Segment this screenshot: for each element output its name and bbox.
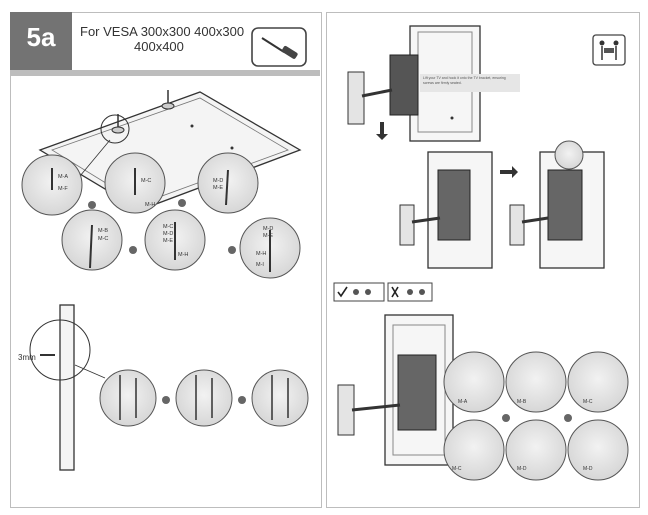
- gap-label: 3mm: [18, 353, 36, 362]
- label-md-r2: M-D: [583, 466, 593, 472]
- mount-detail-labels: M-A M-B M-C M-C M-D M-D: [452, 399, 593, 472]
- label-mh-2: M-H: [178, 252, 188, 258]
- step-number-badge: 5a: [10, 12, 72, 70]
- step-number: 5a: [26, 22, 56, 52]
- label-ma: M-A: [58, 174, 68, 180]
- vesa-title-line2: 400x400: [134, 39, 184, 54]
- screw-labels: M-A M-F M-C M-H M-D M-E M-B M-C M-C M-D …: [58, 174, 273, 268]
- wall-mount-middle: [399, 151, 493, 269]
- header-divider: [10, 70, 320, 76]
- label-mc-2: M-C: [98, 236, 108, 242]
- tv-side-view: 3mm: [18, 304, 106, 471]
- tv-mount-assembly: [337, 314, 454, 466]
- cross-icon: [391, 286, 399, 298]
- spacer-detail-circles: [99, 369, 309, 427]
- label-mc-3: M-C: [163, 224, 173, 230]
- label-md-r: M-D: [517, 466, 527, 472]
- arrow-down-icon: [376, 122, 388, 140]
- label-md: M-D: [213, 178, 223, 184]
- label-ma-r: M-A: [458, 399, 468, 405]
- wall-mount-middle-right: [509, 140, 605, 269]
- label-mf: M-F: [58, 186, 68, 192]
- correct-incorrect-strip: [333, 282, 433, 302]
- label-mc: M-C: [141, 178, 151, 184]
- label-mc-r2: M-C: [452, 466, 462, 472]
- label-me: M-E: [213, 185, 223, 191]
- two-person-lift-icon: [592, 34, 626, 66]
- label-md-3: M-D: [263, 226, 273, 232]
- check-icon: [337, 286, 348, 298]
- label-mh: M-H: [145, 202, 155, 208]
- label-md-2: M-D: [163, 231, 173, 237]
- label-mi: M-I: [256, 262, 264, 268]
- mount-detail-circles: [443, 351, 629, 481]
- arrow-right-icon: [500, 166, 518, 178]
- label-mb: M-B: [98, 228, 108, 234]
- label-me-2: M-E: [163, 238, 173, 244]
- vesa-title-line1: For VESA 300x300 400x300: [80, 24, 245, 39]
- screw-option-circles: [21, 152, 301, 279]
- label-mc-r: M-C: [583, 399, 593, 405]
- lift-instruction-note: Lift your TV and hook it onto the TV bra…: [420, 74, 520, 92]
- label-me-3: M-E: [263, 233, 273, 239]
- label-mb-r: M-B: [517, 399, 527, 405]
- screwdriver-icon: [251, 27, 307, 67]
- label-mh-3: M-H: [256, 251, 266, 257]
